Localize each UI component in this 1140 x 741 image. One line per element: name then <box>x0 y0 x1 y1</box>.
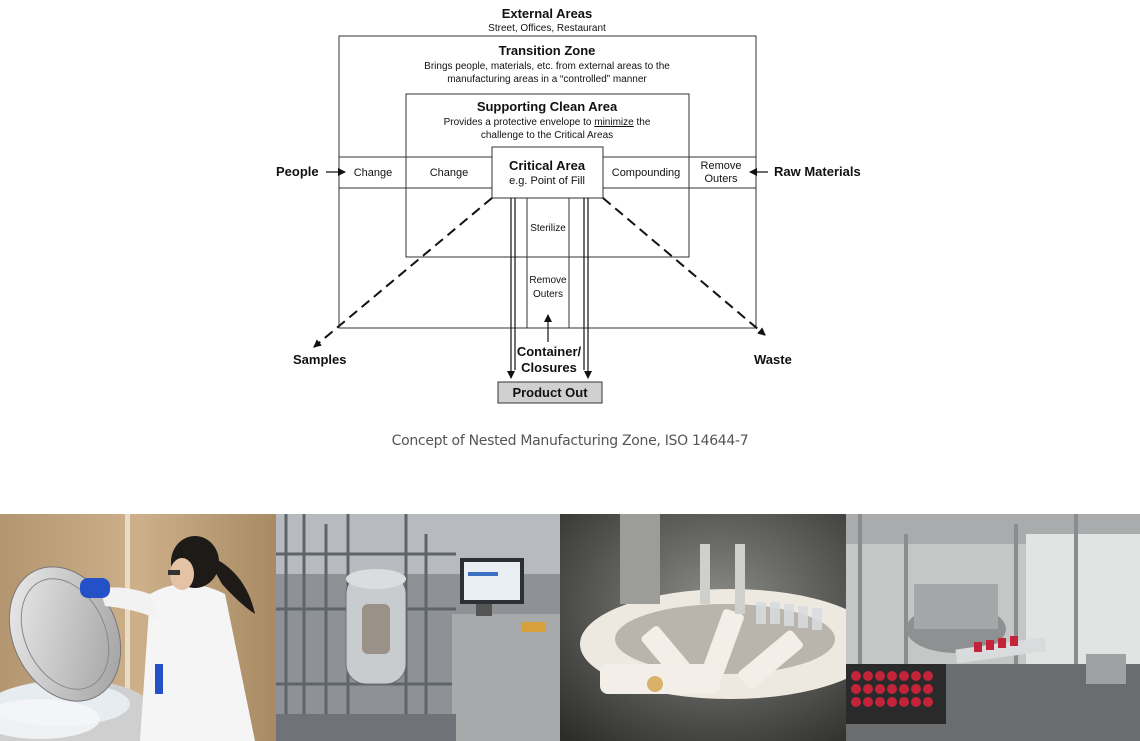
compounding-cell: Compounding <box>612 167 681 179</box>
lab-worker-cryo-tank-photo <box>0 514 276 741</box>
critical-area-box <box>491 146 604 199</box>
waste-label: Waste <box>754 352 792 367</box>
minimize-emphasis: minimize <box>594 117 634 128</box>
container-label-1: Container/ <box>517 344 582 359</box>
supporting-clean-area-desc-2: challenge to the Critical Areas <box>481 130 613 141</box>
transition-zone-desc-2: manufacturing areas in a “controlled” ma… <box>447 74 647 85</box>
samples-arrow <box>313 197 493 348</box>
supporting-clean-area-desc-1: Provides a protective envelope to minimi… <box>444 117 651 128</box>
external-areas-subtitle: Street, Offices, Restaurant <box>488 23 606 34</box>
transition-zone-title: Transition Zone <box>499 43 596 58</box>
remove-outers-bottom-1: Remove <box>529 275 567 286</box>
nested-zone-diagram: External Areas Street, Offices, Restaura… <box>276 6 861 404</box>
supporting-clean-area-title: Supporting Clean Area <box>477 99 618 114</box>
remove-outers-right-1: Remove <box>701 160 742 172</box>
vial-filling-machine-photo <box>560 514 846 741</box>
waste-arrow <box>602 197 766 336</box>
transition-zone-desc-1: Brings people, materials, etc. from exte… <box>424 61 670 72</box>
photo-strip <box>0 514 1140 741</box>
product-out-box <box>497 381 603 404</box>
samples-label: Samples <box>293 352 346 367</box>
product-out-label: Product Out <box>512 385 588 400</box>
change-cell-inner: Change <box>430 167 469 179</box>
sterilize-cell: Sterilize <box>530 223 566 234</box>
raw-materials-label: Raw Materials <box>774 164 861 179</box>
critical-area-title: Critical Area <box>509 158 586 173</box>
change-cell-outer: Change <box>354 167 393 179</box>
aseptic-filling-line-photo <box>846 514 1140 741</box>
remove-outers-bottom-2: Outers <box>533 289 563 300</box>
container-label-2: Closures <box>521 360 577 375</box>
critical-area-subtitle: e.g. Point of Fill <box>509 175 585 187</box>
people-label: People <box>276 164 319 179</box>
external-areas-title: External Areas <box>502 6 593 21</box>
diagram-caption: Concept of Nested Manufacturing Zone, IS… <box>391 433 749 449</box>
bioreactor-equipment-photo <box>276 514 560 741</box>
remove-outers-right-2: Outers <box>704 173 738 185</box>
